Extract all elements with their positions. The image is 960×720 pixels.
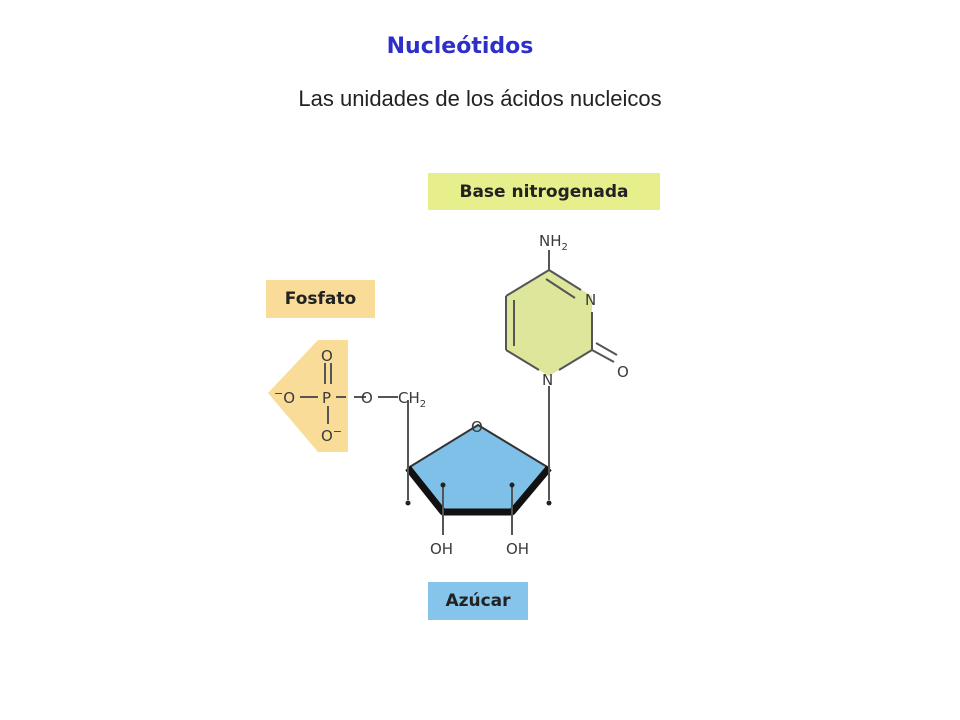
o-carbonyl-label: O — [617, 363, 629, 381]
n-lower-label: N — [542, 371, 553, 389]
oh-left-label: OH — [430, 540, 453, 558]
o-link-label: O — [361, 389, 373, 407]
sugar-dots — [405, 482, 552, 506]
page-title: Nucleótidos — [386, 34, 534, 59]
p-label: P — [322, 389, 331, 407]
o-top-label: O — [321, 347, 333, 365]
nh2-label: NH2 — [539, 232, 568, 253]
sugar-bold-edge — [405, 465, 552, 516]
label-base-nitrogenada: Base nitrogenada — [428, 173, 660, 210]
label-fosfato: Fosfato — [266, 280, 375, 318]
n-upper-label: N — [585, 291, 596, 309]
oh-right-label: OH — [506, 540, 529, 558]
o-ring-label: O — [471, 418, 483, 436]
ch2-label: CH2 — [398, 389, 426, 410]
page-subtitle: Las unidades de los ácidos nucleicos — [298, 86, 662, 111]
skeleton-bonds — [300, 363, 550, 535]
o-left-label: −O — [274, 387, 295, 407]
base-ring-bonds — [505, 250, 618, 371]
label-azucar: Azúcar — [428, 582, 528, 620]
o-bottom-label: O− — [321, 425, 342, 445]
base-ring-fill — [506, 270, 592, 376]
